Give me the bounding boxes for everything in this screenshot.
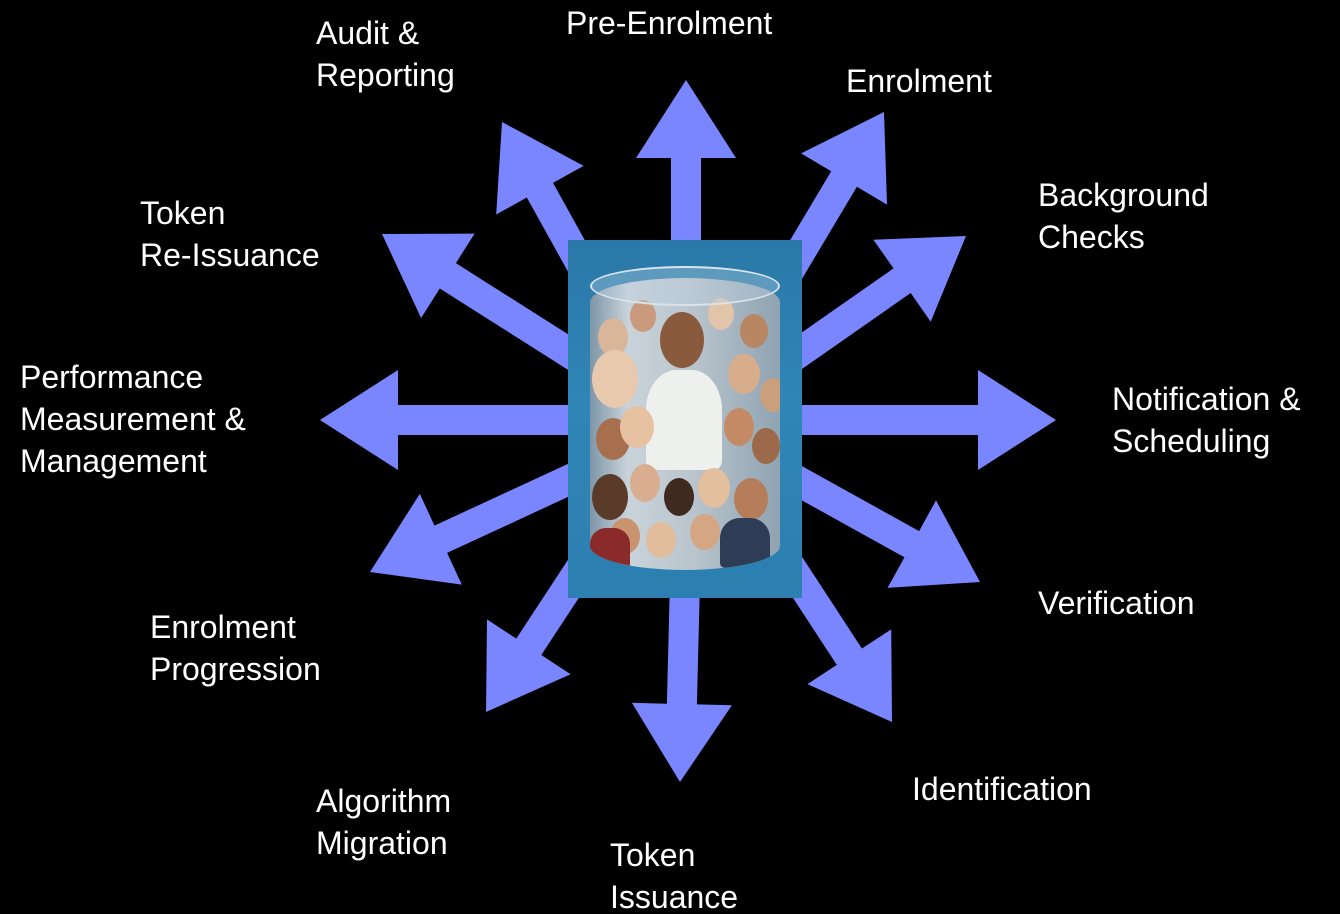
label-token-reissuance: Token Re-Issuance: [140, 195, 320, 273]
arrow-token-issuance: [631, 539, 732, 782]
database-image: [568, 240, 802, 598]
label-token-issuance: Token Issuance: [610, 837, 739, 914]
arrow-notification: [760, 370, 1056, 470]
label-enrolment-progression: Enrolment Progression: [150, 609, 321, 687]
arrow-enrolment-progression: [370, 446, 619, 585]
database-cylinder-top: [590, 266, 780, 306]
label-notification-scheduling: Notification & Scheduling: [1112, 381, 1301, 459]
arrow-pre-enrolment: [636, 80, 736, 300]
label-pre-enrolment: Pre-Enrolment: [566, 5, 773, 41]
label-algorithm-migration: Algorithm Migration: [316, 783, 452, 861]
label-performance-measurement: Performance Measurement & Management: [20, 359, 246, 479]
arrow-verification: [752, 446, 980, 588]
label-enrolment: Enrolment: [846, 63, 992, 99]
arrow-performance: [320, 370, 612, 470]
arrow-token-reissuance: [382, 233, 620, 393]
label-audit-reporting: Audit & Reporting: [316, 15, 455, 93]
label-verification: Verification: [1038, 585, 1195, 621]
arrow-background-checks: [751, 236, 966, 393]
label-background-checks: Background Checks: [1038, 177, 1209, 255]
label-identification: Identification: [912, 771, 1092, 807]
database-cylinder-body: [590, 278, 780, 570]
